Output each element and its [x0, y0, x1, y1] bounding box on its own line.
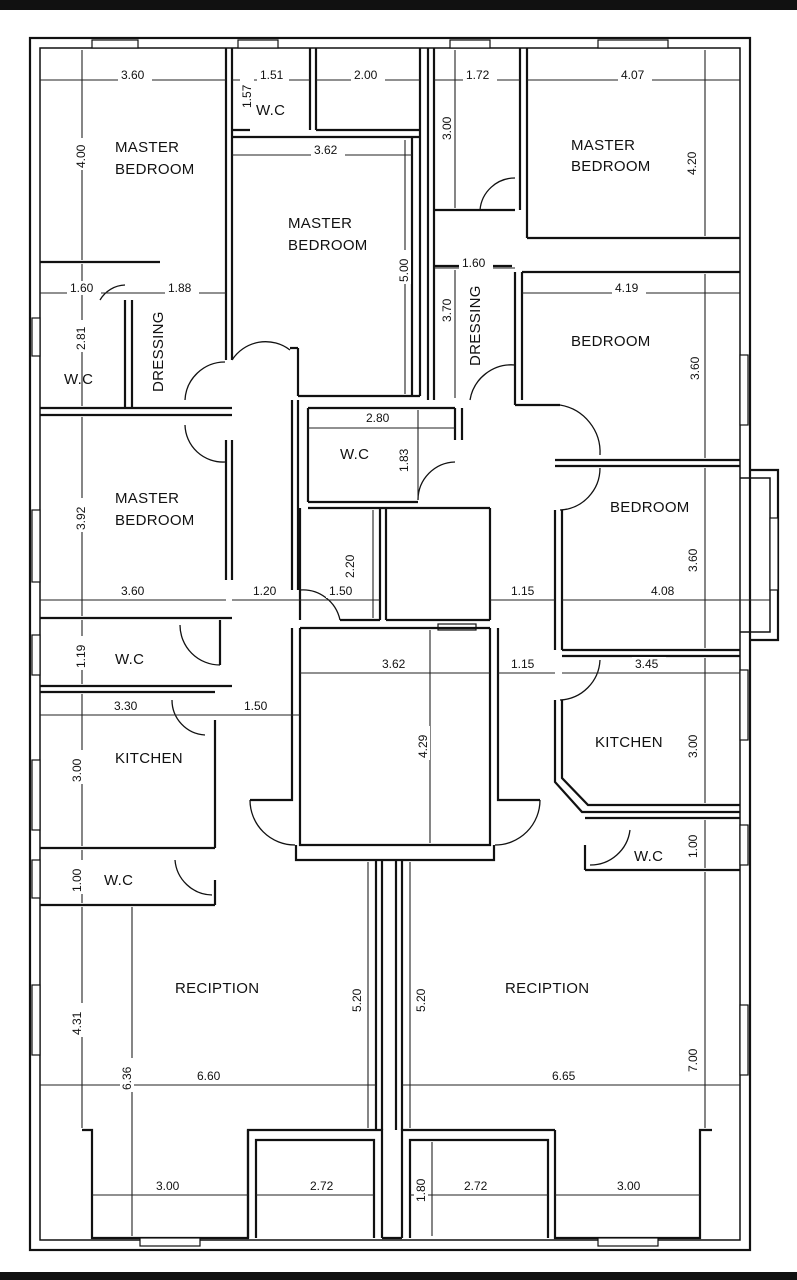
dim-3-70: 3.70 — [440, 298, 454, 322]
dressing-right-label: DRESSING — [467, 285, 484, 366]
dim-1-19: 1.19 — [74, 644, 88, 668]
wc-right-label: W.C — [634, 848, 663, 865]
dim-6-60: 6.60 — [197, 1069, 221, 1083]
dim-4-20: 4.20 — [685, 151, 699, 175]
dim-3-60-top: 3.60 — [121, 68, 145, 82]
kitchen-right-label: KITCHEN — [595, 734, 663, 751]
dim-1-00-right: 1.00 — [686, 834, 700, 858]
dim-6-36: 6.36 — [120, 1066, 134, 1090]
dim-5-00: 5.00 — [397, 258, 411, 282]
master-bedroom-mid-left-label-1: MASTER — [115, 490, 179, 507]
wc-left-3-label: W.C — [104, 872, 133, 889]
master-bedroom-top-right-label-2: BEDROOM — [571, 158, 651, 175]
dim-1-60-left: 1.60 — [70, 281, 94, 295]
dim-3-00-kitchen-right: 3.00 — [686, 734, 700, 758]
master-bedroom-center-label-2: BEDROOM — [288, 237, 368, 254]
wc-left-1-label: W.C — [64, 371, 93, 388]
dim-1-72: 1.72 — [466, 68, 490, 82]
master-bedroom-center-label-1: MASTER — [288, 215, 352, 232]
reception-right-label: RECIPTION — [505, 980, 589, 997]
dimension-labels-horizontal: 3.60 1.51 2.00 1.72 4.07 3.62 1.60 1.60 … — [67, 68, 682, 1193]
dimension-labels-vertical: 4.00 1.57 3.00 4.20 5.00 3.70 2.81 3.60 … — [70, 78, 702, 1204]
dim-2-80: 2.80 — [366, 411, 390, 425]
dim-1-50-mid: 1.50 — [329, 584, 353, 598]
dim-6-65: 6.65 — [552, 1069, 576, 1083]
dim-3-00-bottom-right: 3.00 — [617, 1179, 641, 1193]
dim-3-00-bottom-left: 3.00 — [156, 1179, 180, 1193]
wc-center-label: W.C — [340, 446, 369, 463]
dim-4-08: 4.08 — [651, 584, 675, 598]
dim-1-20: 1.20 — [253, 584, 277, 598]
interior-walls — [40, 48, 740, 1240]
dim-2-20: 2.20 — [343, 554, 357, 578]
dressing-left-label: DRESSING — [150, 311, 167, 392]
dim-3-00-kitchen-left: 3.00 — [70, 758, 84, 782]
dim-2-72-right: 2.72 — [464, 1179, 488, 1193]
dim-1-60-right: 1.60 — [462, 256, 486, 270]
dim-7-00: 7.00 — [686, 1048, 700, 1072]
dim-4-29: 4.29 — [416, 734, 430, 758]
bottom-black-bar — [0, 1272, 797, 1280]
dim-1-57: 1.57 — [240, 84, 254, 108]
master-bedroom-mid-left-label-2: BEDROOM — [115, 512, 195, 529]
dim-4-19: 4.19 — [615, 281, 639, 295]
dim-5-20-right: 5.20 — [414, 988, 428, 1012]
dim-2-72-left: 2.72 — [310, 1179, 334, 1193]
dim-3-62-mid: 3.62 — [382, 657, 406, 671]
dim-4-00: 4.00 — [74, 144, 88, 168]
dim-1-15-b: 1.15 — [511, 657, 535, 671]
dimension-lines — [40, 50, 770, 1236]
dim-1-50-kitchen: 1.50 — [244, 699, 268, 713]
bedroom-right-2-label: BEDROOM — [610, 499, 690, 516]
dim-3-60-bedroom-2: 3.60 — [686, 548, 700, 572]
dim-3-30: 3.30 — [114, 699, 138, 713]
master-bedroom-top-left-label-1: MASTER — [115, 139, 179, 156]
room-labels: MASTER BEDROOM MASTER BEDROOM MASTER BED… — [64, 102, 690, 997]
bedroom-right-1-label: BEDROOM — [571, 333, 651, 350]
dim-3-00-top-right: 3.00 — [440, 116, 454, 140]
master-bedroom-top-right-label-1: MASTER — [571, 137, 635, 154]
dim-1-83: 1.83 — [397, 448, 411, 472]
dim-1-15-a: 1.15 — [511, 584, 535, 598]
outer-walls — [28, 36, 780, 1252]
dim-4-07: 4.07 — [621, 68, 645, 82]
reception-left-label: RECIPTION — [175, 980, 259, 997]
dim-3-62-top: 3.62 — [314, 143, 338, 157]
dim-3-92: 3.92 — [74, 506, 88, 530]
windows — [31, 39, 779, 1247]
kitchen-left-label: KITCHEN — [115, 750, 183, 767]
master-bedroom-top-left-label-2: BEDROOM — [115, 161, 195, 178]
dim-4-31: 4.31 — [70, 1011, 84, 1035]
dim-3-60-bedroom-1: 3.60 — [688, 356, 702, 380]
dim-3-60-mid: 3.60 — [121, 584, 145, 598]
top-black-bar — [0, 0, 797, 10]
dim-2-00: 2.00 — [354, 68, 378, 82]
dim-1-80: 1.80 — [414, 1178, 428, 1202]
dim-2-81: 2.81 — [74, 326, 88, 350]
dim-1-88: 1.88 — [168, 281, 192, 295]
wc-left-2-label: W.C — [115, 651, 144, 668]
wc-top-label: W.C — [256, 102, 285, 119]
dim-1-51: 1.51 — [260, 68, 284, 82]
dim-5-20-left: 5.20 — [350, 988, 364, 1012]
door-swings — [99, 177, 631, 896]
dim-1-00-left: 1.00 — [70, 868, 84, 892]
dim-3-45: 3.45 — [635, 657, 659, 671]
